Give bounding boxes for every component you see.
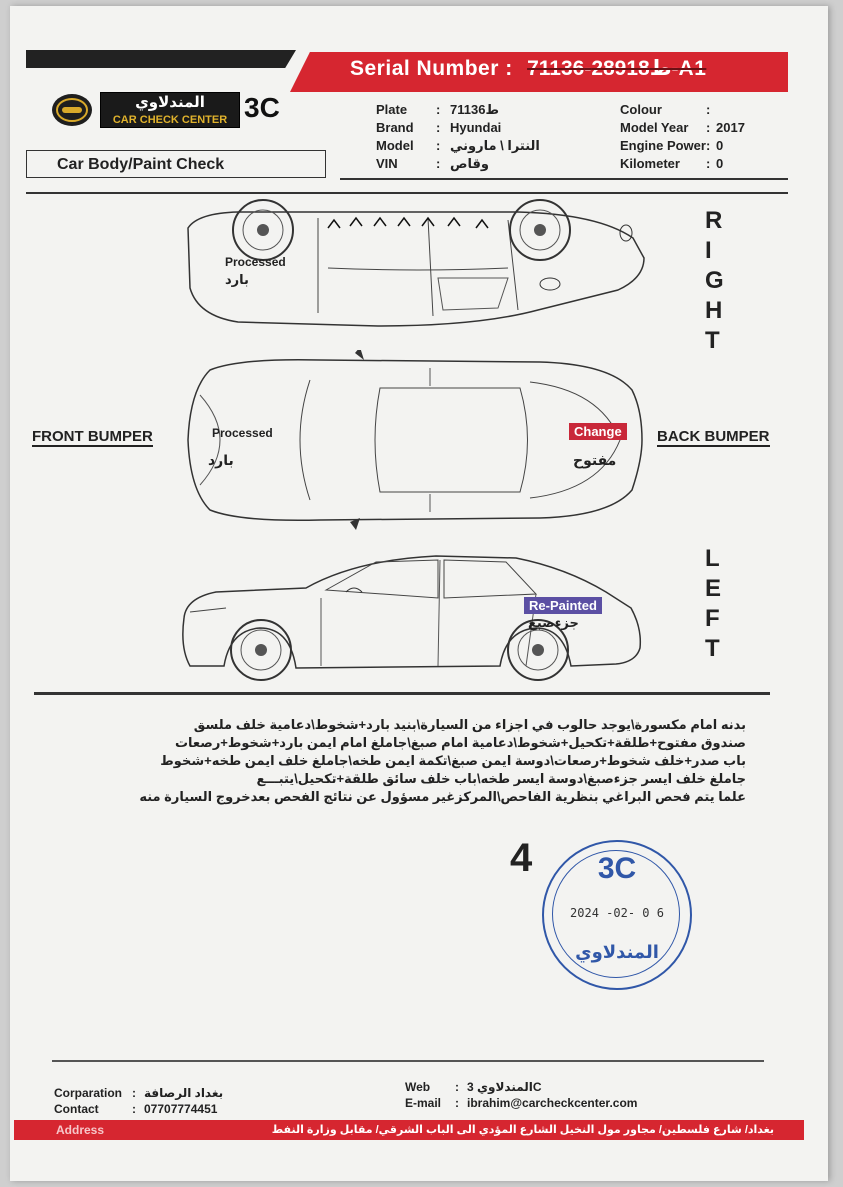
note-line: باب صدر+خلف شخوط+رصعات\دوسة ايمن صبغ\تكم… [160, 753, 746, 768]
logo-mark: 3C [244, 92, 280, 123]
footer-right: Web:المندلاوي 3C E-mail:ibrahim@carcheck… [405, 1080, 638, 1110]
note-line: جاملغ خلف ايسر جزءصبغ\دوسة ايسر طخه\باب … [256, 771, 746, 786]
contact-value: 07707774451 [144, 1102, 218, 1116]
note-line: صندوق مفتوح+طلقة+تكحيل+شخوط\دعامية امام … [174, 735, 746, 750]
top-processed-ar: بارد [208, 452, 234, 468]
colour-label: Colour [620, 102, 662, 117]
email-label: E-mail [405, 1096, 442, 1110]
diagram-bottom-rule [34, 692, 770, 695]
car-right-side-diagram [187, 199, 645, 327]
right-processed-ar: بارد [225, 272, 249, 287]
footer-left: Corparation:بغداد الرصافة Contact:077077… [54, 1086, 224, 1116]
plate-label: Plate [376, 102, 408, 117]
left-label: L E F T [705, 545, 722, 662]
note-line: بدنه امام مكسورة\يوجد حالوب في اجزاء من … [193, 717, 746, 732]
serial-number-bar [290, 52, 788, 92]
logo-arabic: المندلاوي [135, 94, 205, 111]
serial-value: ط28918-71136-A1 [527, 57, 707, 80]
plate-value: ط71136 [450, 102, 499, 117]
front-bumper-label: FRONT BUMPER [32, 428, 153, 447]
web-value[interactable]: المندلاوي 3C [467, 1080, 542, 1094]
stamp-top: 3C [597, 852, 637, 885]
stamp-date: 2024 -02- 0 6 [570, 906, 664, 920]
vin-label: VIN [376, 156, 398, 171]
stamp-bottom: المندلاوي [575, 942, 659, 962]
car-left-side-diagram [182, 555, 642, 681]
engine-label: Engine Power [620, 138, 706, 153]
serial-number: Serial Number : ط28918-71136-A1 [350, 56, 706, 81]
top-processed-en: Processed [212, 426, 273, 440]
header-underline [340, 178, 788, 180]
engine-value: 0 [716, 138, 724, 153]
repainted-tag-ar: جزءصبغ [528, 615, 579, 630]
car-top-view-diagram [187, 350, 643, 530]
footer-rule [52, 1060, 764, 1062]
handwritten-number: 4 [510, 836, 533, 880]
brand-value: Hyundai [450, 120, 502, 135]
change-tag-ar: مفتوح [573, 452, 617, 468]
address-value: بغداد/ شارع فلسطين/ مجاور مول النخيل الش… [271, 1124, 774, 1136]
model-value: النترا \ ماروني [450, 138, 540, 153]
km-label: Kilometer [620, 156, 680, 171]
contact-label: Contact [54, 1102, 99, 1116]
serial-label: Serial Number : [350, 57, 513, 80]
address-label: Address [56, 1123, 105, 1137]
back-bumper-label: BACK BUMPER [657, 428, 770, 447]
km-value: 0 [716, 156, 724, 171]
section-title: Car Body/Paint Check [57, 156, 225, 173]
web-label: Web [405, 1080, 431, 1094]
change-tag: Change [569, 423, 627, 440]
report-sheet [10, 6, 828, 1181]
repainted-tag: Re-Painted [524, 597, 602, 614]
vin-value: وقاص [450, 156, 489, 171]
right-label: R I G H T [705, 207, 724, 354]
email-value[interactable]: ibrahim@carcheckcenter.com [467, 1096, 638, 1110]
model-label: Model [376, 138, 414, 153]
model-year-label: Model Year [620, 120, 689, 135]
section-title-box: Car Body/Paint Check [26, 150, 326, 178]
logo: المندلاوي CAR CHECK CENTER 3C [50, 90, 290, 132]
note-line: علما يتم فحص البراغي بنظرية الفاحص\المرك… [139, 789, 746, 804]
right-processed-en: Processed [225, 255, 286, 269]
diagram-top-rule [26, 192, 788, 194]
corporation-label: Corparation [54, 1086, 123, 1100]
logo-emblem-icon [52, 94, 92, 126]
inspection-notes: بدنه امام مكسورة\يوجد حالوب في اجزاء من … [66, 716, 746, 806]
vehicle-info-left: Plate:ط71136 Brand:Hyundai Model:النترا … [376, 102, 540, 171]
brand-label: Brand [376, 120, 414, 135]
inspection-stamp: 3C 2024 -02- 0 6 المندلاوي [542, 840, 692, 990]
logo-english: CAR CHECK CENTER [103, 114, 237, 126]
corporation-value: بغداد الرصافة [144, 1086, 224, 1100]
header-dark-bar [26, 50, 296, 68]
model-year-value: 2017 [716, 120, 745, 135]
logo-plate: المندلاوي CAR CHECK CENTER [100, 92, 240, 128]
address-bar: Address بغداد/ شارع فلسطين/ مجاور مول ال… [14, 1120, 804, 1140]
vehicle-info-right: Colour: Model Year:2017 Engine Power:0 K… [620, 102, 745, 171]
